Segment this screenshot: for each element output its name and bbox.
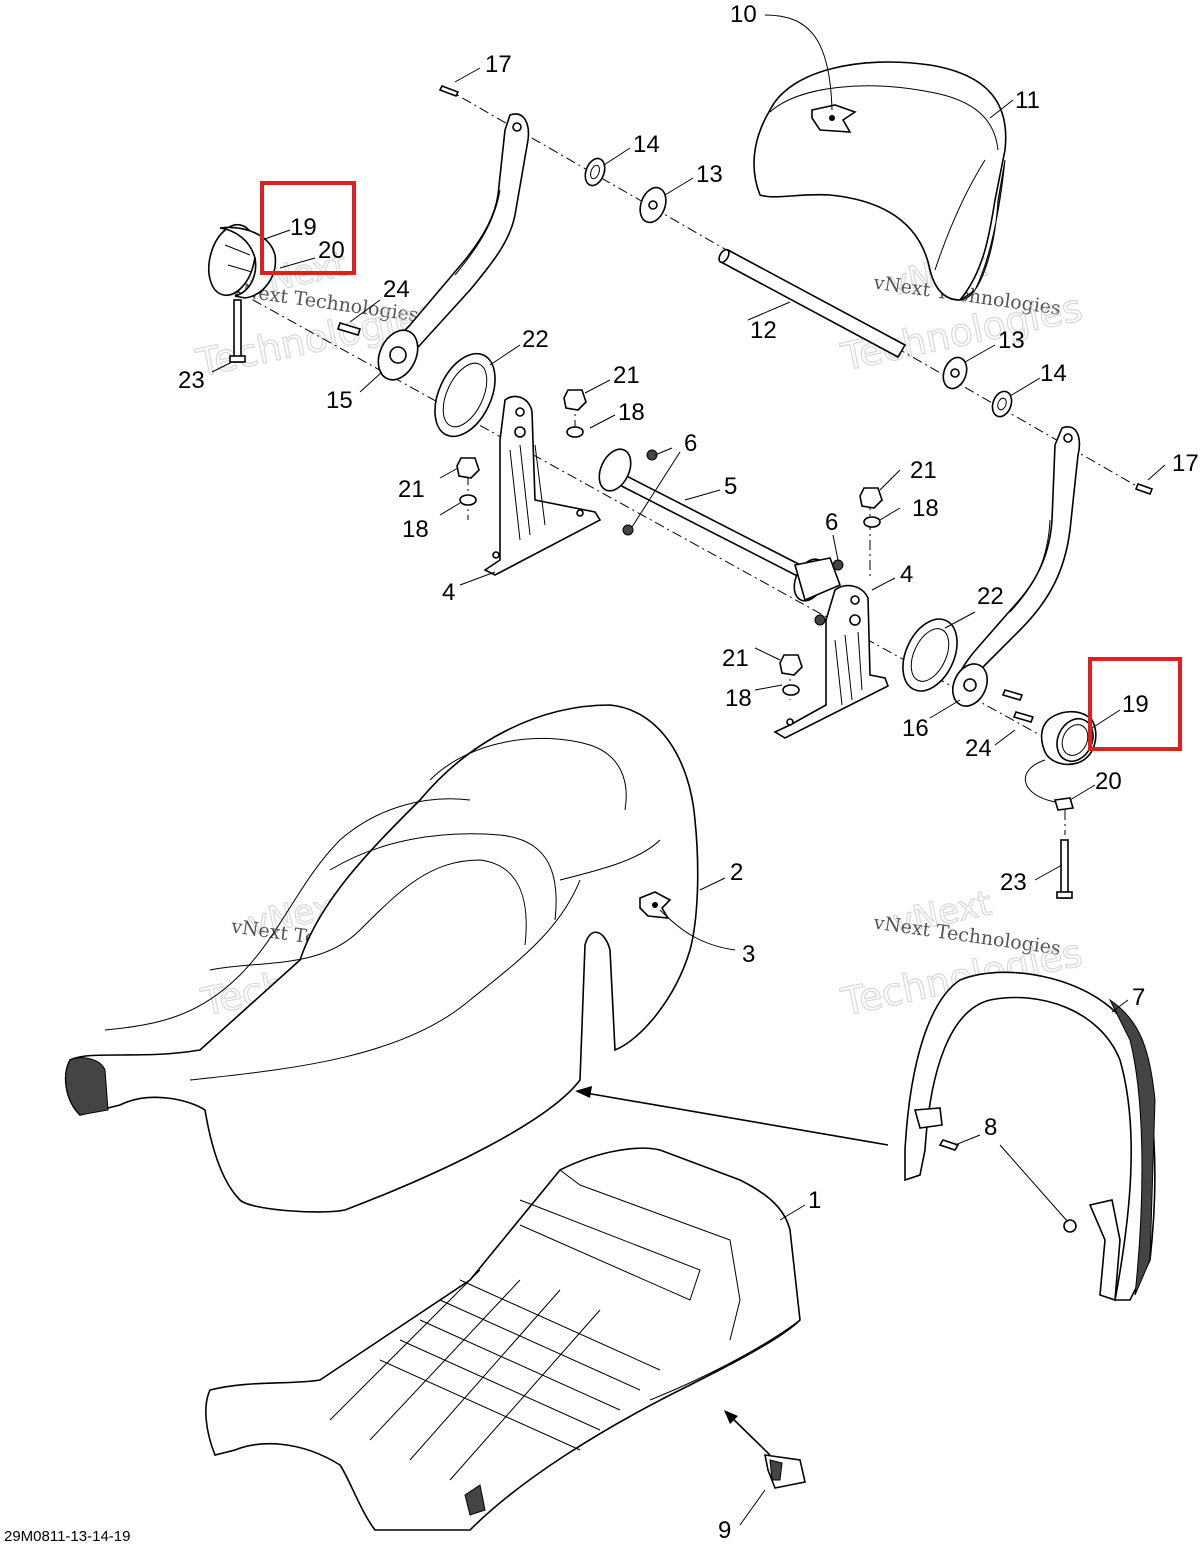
- right-backrest-arm: [951, 426, 1081, 707]
- label-part-13: 13: [696, 161, 723, 188]
- label-part-18: 18: [912, 495, 939, 522]
- label-part-4: 4: [900, 561, 913, 588]
- label-part-11: 11: [1015, 87, 1040, 114]
- label-part-17: 17: [1172, 450, 1199, 477]
- label-part-10: 10: [730, 1, 757, 28]
- ratchet-rings: [434, 352, 958, 692]
- label-part-14: 14: [1040, 360, 1067, 387]
- label-part-6: 6: [684, 430, 697, 457]
- left-knob: [207, 223, 277, 299]
- label-part-16: 16: [902, 715, 929, 742]
- label-part-18: 18: [618, 399, 645, 426]
- label-part-20: 20: [318, 237, 345, 264]
- label-part-12: 12: [750, 317, 777, 344]
- label-part-21: 21: [398, 476, 425, 503]
- label-part-21: 21: [722, 645, 749, 672]
- side-handle: [904, 971, 1156, 1302]
- label-part-6: 6: [825, 509, 838, 536]
- label-part-22: 22: [522, 326, 549, 353]
- label-part-5: 5: [724, 473, 737, 500]
- clip: [763, 1454, 806, 1489]
- label-part-21: 21: [910, 457, 937, 484]
- highlight-box-part-19-left: [260, 181, 356, 275]
- right-knob: [1040, 710, 1097, 766]
- left-bracket: [483, 395, 602, 576]
- seat-base: [205, 1147, 801, 1531]
- label-part-1: 1: [808, 1187, 821, 1214]
- pivot-shaft: [598, 448, 842, 602]
- right-bracket: [773, 584, 890, 739]
- bolts: [229, 84, 1154, 899]
- label-part-18: 18: [725, 685, 752, 712]
- washers: [584, 157, 1013, 418]
- assembly-axis-lines: [234, 87, 1141, 835]
- backrest-cushion: [753, 61, 1007, 301]
- label-part-4: 4: [442, 579, 455, 606]
- label-part-7: 7: [1132, 984, 1145, 1011]
- label-part-9: 9: [718, 1517, 731, 1544]
- label-part-17: 17: [485, 51, 512, 78]
- label-part-24: 24: [383, 276, 410, 303]
- label-part-23: 23: [178, 367, 205, 394]
- label-part-19: 19: [290, 214, 317, 241]
- label-part-2: 2: [730, 859, 743, 886]
- left-backrest-arm: [377, 113, 530, 381]
- cross-rod: [718, 248, 907, 359]
- nuts-and-washers: [456, 389, 883, 696]
- drawing-reference-code: 29M0811-13-14-19: [4, 1528, 131, 1545]
- label-part-13: 13: [998, 327, 1025, 354]
- label-part-14: 14: [633, 131, 660, 158]
- label-part-21: 21: [613, 362, 640, 389]
- label-part-24: 24: [965, 735, 992, 762]
- label-part-20: 20: [1095, 768, 1122, 795]
- label-part-3: 3: [742, 941, 755, 968]
- label-part-19: 19: [1122, 691, 1149, 718]
- label-part-18: 18: [402, 516, 429, 543]
- label-part-15: 15: [326, 387, 353, 414]
- highlight-box-part-19-right: [1088, 657, 1182, 751]
- leader-lines: [211, 14, 1166, 1526]
- label-part-8: 8: [984, 1114, 997, 1141]
- label-part-22: 22: [977, 583, 1004, 610]
- label-part-23: 23: [1000, 869, 1027, 896]
- seat-cover: [64, 704, 699, 1213]
- part-labels: 10 11 17 14 13 19 20 24 12 13 14 22 23 1…: [178, 1, 1199, 1544]
